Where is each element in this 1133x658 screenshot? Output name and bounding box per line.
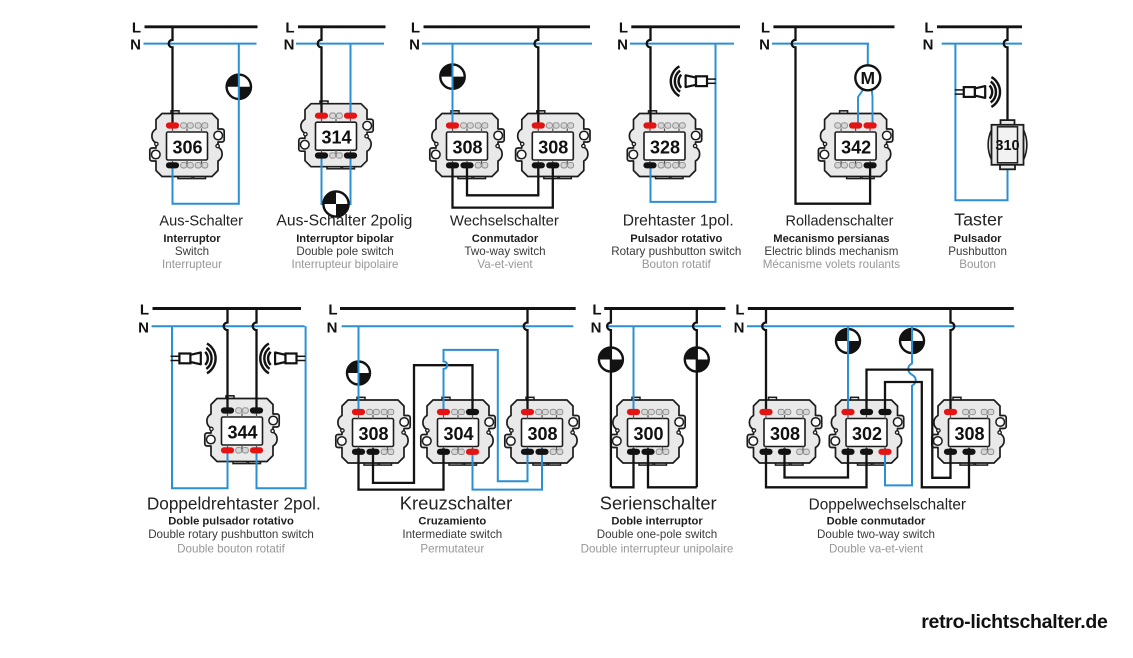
svg-text:N: N <box>617 37 628 54</box>
svg-text:308: 308 <box>452 137 482 157</box>
svg-text:L: L <box>761 20 770 37</box>
svg-text:Conmutador: Conmutador <box>472 233 539 245</box>
svg-text:Bouton: Bouton <box>959 258 996 271</box>
svg-text:Rolladenschalter: Rolladenschalter <box>785 213 893 229</box>
svg-text:Switch: Switch <box>175 245 209 258</box>
svg-text:308: 308 <box>770 424 800 444</box>
svg-text:Pushbutton: Pushbutton <box>948 245 1007 258</box>
svg-text:344: 344 <box>227 422 257 442</box>
svg-text:300: 300 <box>633 424 663 444</box>
svg-text:L: L <box>328 302 337 319</box>
svg-text:Serienschalter: Serienschalter <box>600 493 717 514</box>
svg-text:Interrupteur bipolaire: Interrupteur bipolaire <box>292 258 399 271</box>
svg-text:N: N <box>591 320 602 337</box>
svg-text:Rotary pushbutton switch: Rotary pushbutton switch <box>611 245 741 258</box>
svg-text:L: L <box>285 20 294 37</box>
svg-text:Interruptor bipolar: Interruptor bipolar <box>296 233 394 245</box>
svg-text:Intermediate switch: Intermediate switch <box>402 528 502 541</box>
svg-text:Double interrupteur unipolaire: Double interrupteur unipolaire <box>581 543 734 556</box>
svg-text:L: L <box>924 20 933 37</box>
svg-text:Double one-pole switch: Double one-pole switch <box>597 528 718 541</box>
svg-text:Doble pulsador rotativo: Doble pulsador rotativo <box>168 516 294 528</box>
svg-text:Cruzamiento: Cruzamiento <box>418 516 486 528</box>
svg-text:Aus-Schalter: Aus-Schalter <box>159 213 243 229</box>
svg-text:Permutateur: Permutateur <box>420 543 484 556</box>
svg-text:342: 342 <box>841 137 871 157</box>
svg-text:Wechselschalter: Wechselschalter <box>450 213 559 229</box>
svg-text:Doble interruptor: Doble interruptor <box>611 516 703 528</box>
svg-text:Bouton rotatif: Bouton rotatif <box>642 258 712 271</box>
svg-text:Drehtaster 1pol.: Drehtaster 1pol. <box>623 212 734 229</box>
svg-text:306: 306 <box>172 137 202 157</box>
svg-text:Double rotary pushbutton switc: Double rotary pushbutton switch <box>148 528 314 541</box>
svg-text:308: 308 <box>358 424 388 444</box>
svg-text:Mécanisme volets roulants: Mécanisme volets roulants <box>763 258 900 271</box>
svg-text:304: 304 <box>443 424 473 444</box>
svg-text:302: 302 <box>852 424 882 444</box>
svg-text:308: 308 <box>527 424 557 444</box>
svg-text:N: N <box>759 37 770 54</box>
svg-text:N: N <box>130 37 141 54</box>
svg-text:Double bouton rotatif: Double bouton rotatif <box>177 543 285 556</box>
svg-text:Doppeldrehtaster 2pol.: Doppeldrehtaster 2pol. <box>147 494 321 514</box>
svg-text:L: L <box>619 20 628 37</box>
svg-text:Doppelwechselschalter: Doppelwechselschalter <box>809 497 966 514</box>
svg-text:Interrupteur: Interrupteur <box>162 258 222 271</box>
svg-text:328: 328 <box>650 137 680 157</box>
svg-text:Electric blinds mechanism: Electric blinds mechanism <box>764 245 898 258</box>
svg-text:N: N <box>284 37 295 54</box>
svg-text:Pulsador: Pulsador <box>954 233 1003 245</box>
svg-text:N: N <box>138 320 149 337</box>
svg-text:N: N <box>734 320 745 337</box>
svg-text:N: N <box>923 37 934 54</box>
svg-text:Va-et-vient: Va-et-vient <box>477 258 533 271</box>
svg-text:Double va-et-vient: Double va-et-vient <box>829 543 924 556</box>
svg-text:L: L <box>140 302 149 319</box>
svg-text:L: L <box>411 20 420 37</box>
svg-text:retro-lichtschalter.de: retro-lichtschalter.de <box>921 611 1108 633</box>
svg-text:Doble conmutador: Doble conmutador <box>827 516 926 528</box>
svg-text:Pulsador rotativo: Pulsador rotativo <box>630 233 722 245</box>
svg-text:N: N <box>327 320 338 337</box>
svg-text:L: L <box>735 302 744 319</box>
svg-text:Double two-way switch: Double two-way switch <box>817 528 935 541</box>
svg-text:Taster: Taster <box>954 209 1003 229</box>
svg-text:Double pole switch: Double pole switch <box>296 245 393 258</box>
svg-text:310: 310 <box>995 138 1019 154</box>
svg-text:Two-way switch: Two-way switch <box>464 245 545 258</box>
svg-text:L: L <box>132 20 141 37</box>
svg-text:L: L <box>592 302 601 319</box>
svg-text:Mecanismo persianas: Mecanismo persianas <box>773 233 889 245</box>
svg-text:308: 308 <box>954 424 984 444</box>
svg-text:Interruptor: Interruptor <box>163 233 221 245</box>
svg-text:Kreuzschalter: Kreuzschalter <box>400 493 512 514</box>
svg-text:M: M <box>861 68 876 88</box>
svg-text:Aus-Schalter 2polig: Aus-Schalter 2polig <box>276 212 412 229</box>
svg-text:314: 314 <box>321 128 351 148</box>
svg-text:N: N <box>409 37 420 54</box>
svg-text:308: 308 <box>538 137 568 157</box>
